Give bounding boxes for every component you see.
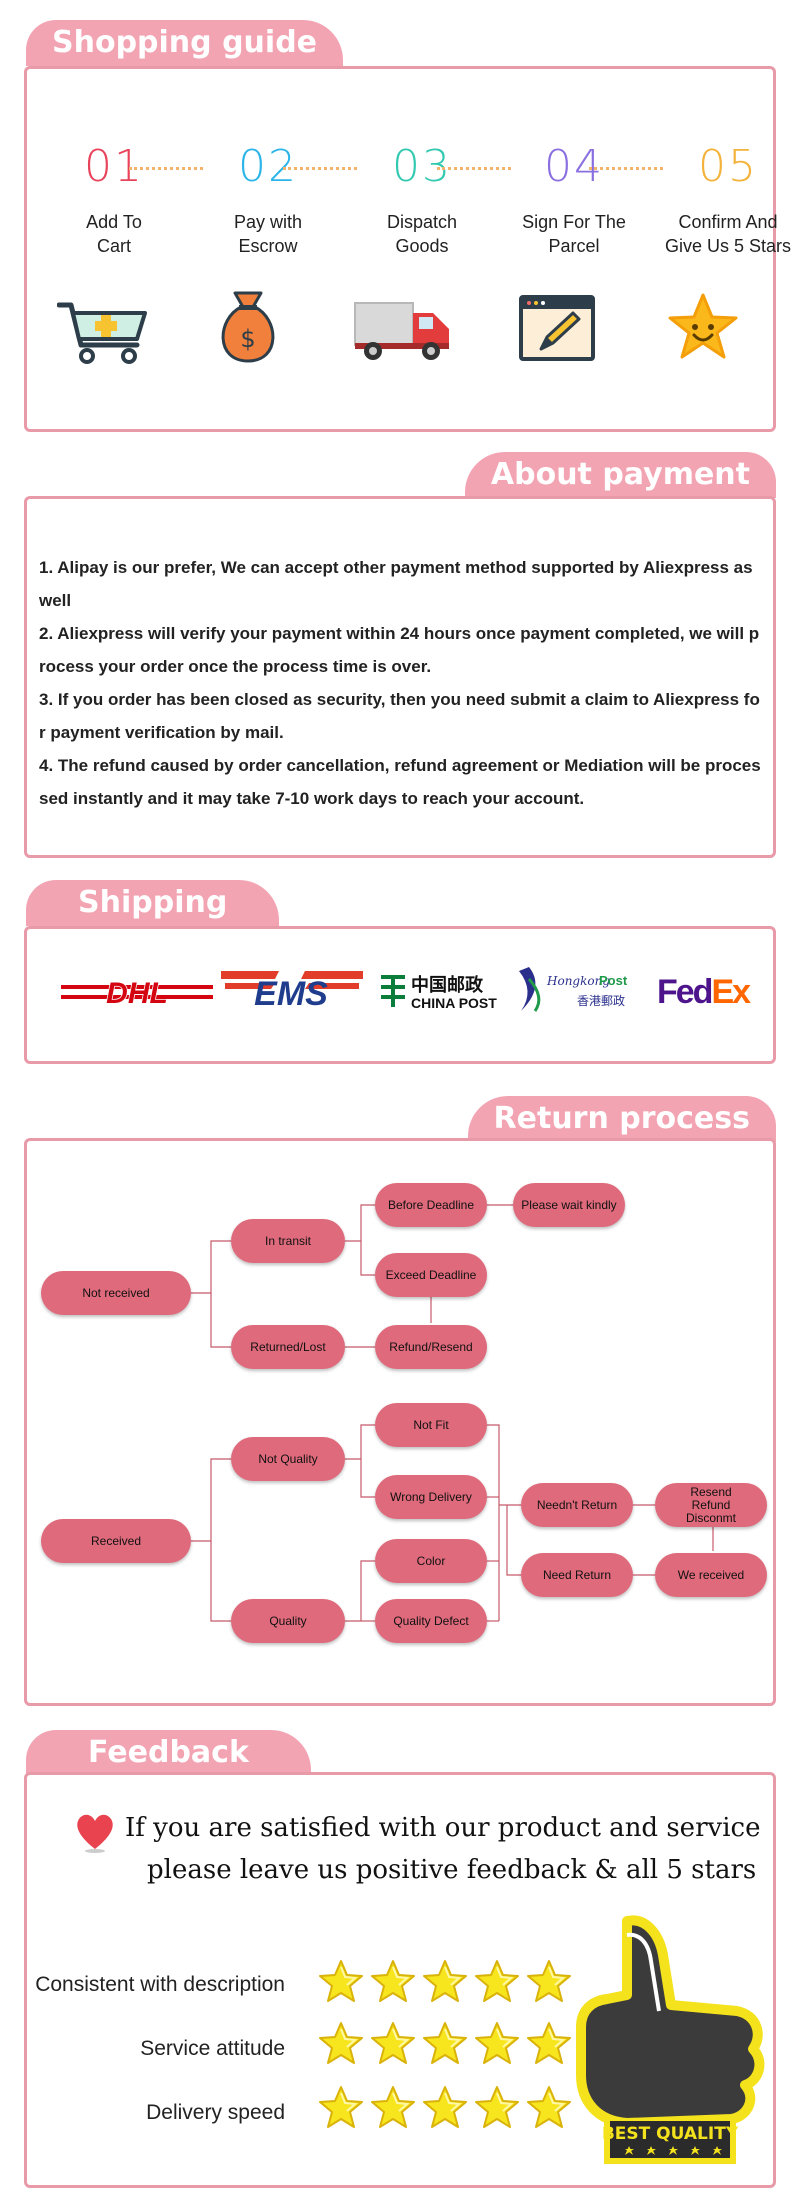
flow-node-wrong-delivery: Wrong Delivery <box>375 1475 487 1519</box>
flow-node-please-wait: Please wait kindly <box>513 1183 625 1227</box>
payment-item-3: 3. If you order has been closed as secur… <box>39 690 760 742</box>
sign-document-icon <box>519 295 595 361</box>
return-process-tab: Return process <box>467 1096 776 1142</box>
svg-text:中国邮政: 中国邮政 <box>411 974 484 996</box>
flow-node-before-deadline: Before Deadline <box>375 1183 487 1227</box>
flow-node-refund-resend: Refund/Resend <box>375 1325 487 1369</box>
flow-node-not-received: Not received <box>41 1271 191 1315</box>
rating-label-description: Consistent with description <box>35 1973 285 1996</box>
star-icon <box>371 1959 415 2008</box>
money-bag-icon: $ <box>221 291 275 363</box>
flow-node-in-transit: In transit <box>231 1219 345 1263</box>
about-payment-panel: 1. Alipay is our prefer, We can accept o… <box>24 496 776 858</box>
svg-text:Post: Post <box>599 973 628 988</box>
fedex-logo-icon: FedEx <box>657 973 753 1011</box>
payment-item-4: 4. The refund caused by order cancellati… <box>39 756 761 808</box>
flow-connectors <box>191 1204 714 1622</box>
rating-stars-service <box>319 2021 571 2070</box>
svg-text:CHINA POST: CHINA POST <box>411 995 497 1011</box>
svg-text:FedEx: FedEx <box>657 973 751 1011</box>
return-process-panel: Not received In transit Returned/Lost Be… <box>24 1138 776 1706</box>
step-connector <box>283 167 357 170</box>
star-icon <box>527 2085 571 2134</box>
payment-item-1: 1. Alipay is our prefer, We can accept o… <box>39 558 753 610</box>
rating-stars-description <box>319 1959 571 2008</box>
feedback-line-1: If you are satisfied with our product an… <box>125 1813 761 1843</box>
flow-node-quality-defect: Quality Defect <box>375 1599 487 1643</box>
feedback-line-2: please leave us positive feedback & all … <box>147 1855 757 1885</box>
star-icon <box>371 2021 415 2070</box>
step-connector <box>589 167 663 170</box>
china-post-logo-icon: 中国邮政 CHINA POST <box>381 974 497 1011</box>
star-icon <box>527 2021 571 2070</box>
svg-text:$: $ <box>240 325 255 353</box>
star-icon <box>475 2021 519 2070</box>
dhl-logo-icon: DHL <box>61 976 213 1011</box>
flow-node-not-quality: Not Quality <box>231 1437 345 1481</box>
step-3-number: 03 <box>392 141 452 192</box>
flow-node-we-received: We received <box>655 1553 767 1597</box>
svg-text:BEST QUALITY: BEST QUALITY <box>602 2124 739 2144</box>
svg-text:DHL: DHL <box>106 977 168 1010</box>
flow-node-neednt-return: Needn't Return <box>521 1483 633 1527</box>
flow-node-quality: Quality <box>231 1599 345 1643</box>
flow-node-received: Received <box>41 1519 191 1563</box>
heart-icon <box>77 1814 113 1853</box>
hongkong-post-logo-icon: Hongkong Post 香港郵政 <box>519 967 628 1012</box>
rating-label-delivery: Delivery speed <box>146 2101 285 2124</box>
star-icon <box>475 2085 519 2134</box>
feedback-panel: If you are satisfied with our product an… <box>24 1772 776 2188</box>
flow-node-need-return: Need Return <box>521 1553 633 1597</box>
star-icon <box>319 2085 363 2134</box>
flow-node-exceed-deadline: Exceed Deadline <box>375 1253 487 1297</box>
smiling-star-icon <box>668 293 738 359</box>
payment-item-2: 2. Aliexpress will verify your payment w… <box>39 624 760 676</box>
step-connector <box>129 167 203 170</box>
rating-label-service: Service attitude <box>140 2037 285 2060</box>
ems-logo-icon: EMS <box>221 971 363 1011</box>
star-icon <box>371 2085 415 2134</box>
shipping-tab: Shipping <box>26 880 280 926</box>
shopping-guide-tab: Shopping guide <box>26 20 344 66</box>
shopping-cart-icon <box>57 302 147 364</box>
svg-text:EMS: EMS <box>254 975 328 1011</box>
star-icon <box>423 2085 467 2134</box>
step-connector <box>437 167 511 170</box>
step-4-number: 04 <box>544 141 604 192</box>
flow-node-returned-lost: Returned/Lost <box>231 1325 345 1369</box>
best-quality-thumb-badge-icon: BEST QUALITY <box>576 1915 765 2164</box>
star-icon <box>423 1959 467 2008</box>
star-icon <box>319 2021 363 2070</box>
star-icon <box>527 1959 571 2008</box>
svg-text:香港郵政: 香港郵政 <box>577 994 625 1008</box>
svg-text:Hongkong: Hongkong <box>546 974 610 988</box>
rating-stars-delivery <box>319 2085 571 2134</box>
flow-node-not-fit: Not Fit <box>375 1403 487 1447</box>
feedback-tab: Feedback <box>26 1730 311 1776</box>
step-5-number: 05 <box>698 141 758 192</box>
step-2-number: 02 <box>238 141 298 192</box>
star-icon <box>319 1959 363 2008</box>
shipping-panel: DHL EMS 中国邮政 CHINA POST Hongkong Post 香港… <box>24 926 776 1064</box>
star-icon <box>423 2021 467 2070</box>
star-icon <box>475 1959 519 2008</box>
step-1-number: 01 <box>84 141 144 192</box>
delivery-truck-icon <box>354 302 449 360</box>
flow-node-color: Color <box>375 1539 487 1583</box>
about-payment-tab: About payment <box>464 452 776 498</box>
payment-terms: 1. Alipay is our prefer, We can accept o… <box>39 551 765 815</box>
